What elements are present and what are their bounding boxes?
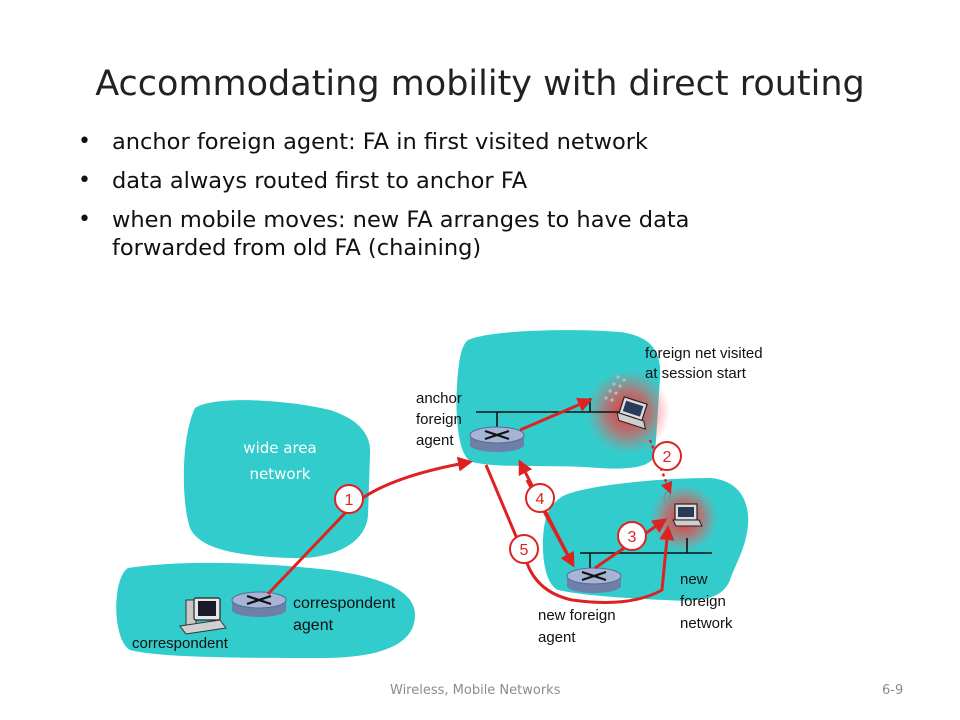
step-2-badge: 2 <box>652 441 682 471</box>
label-line: at session start <box>645 365 746 382</box>
bullet-item: anchor foreign agent: FA in first visite… <box>78 128 798 156</box>
new-lan-line <box>580 538 712 570</box>
footer-title: Wireless, Mobile Networks <box>390 683 561 698</box>
label-line: foreign <box>680 593 726 610</box>
label-line: network <box>680 615 733 632</box>
label-line: network <box>249 465 311 483</box>
wide-area-network-cloud <box>183 400 371 559</box>
arrow-anchor-to-old-laptop <box>519 397 593 432</box>
correspondent-label: correspondent <box>132 635 228 652</box>
bullet-item: when mobile moves: new FA arranges to ha… <box>78 206 798 262</box>
svg-text:4: 4 <box>536 491 545 508</box>
foreign-net-label: foreign net visited at session start <box>645 344 763 384</box>
correspondent-agent-router <box>231 591 287 617</box>
label-line: new foreign <box>538 607 616 624</box>
wide-area-network-label: wide area network <box>220 435 340 487</box>
correspondent-computer-icon <box>179 597 227 635</box>
step-4-badge: 4 <box>525 483 555 513</box>
anchor-foreign-agent-label: anchor foreign agent <box>416 388 462 451</box>
bullet-item: data always routed first to anchor FA <box>78 167 798 195</box>
arrow-step-5 <box>484 464 675 604</box>
svg-text:3: 3 <box>628 529 637 546</box>
step-1-badge: 1 <box>334 484 364 514</box>
label-line: correspondent <box>293 595 396 612</box>
new-foreign-agent-label: new foreign agent <box>538 605 616 649</box>
slide-number: 6-9 <box>882 683 904 698</box>
new-foreign-network-label: new foreign network <box>680 569 733 635</box>
svg-text:5: 5 <box>520 542 529 559</box>
label-line: anchor <box>416 390 462 407</box>
label-line: foreign <box>416 411 462 428</box>
new-mobile-laptop-icon <box>672 503 703 527</box>
correspondent-agent-label: correspondent agent <box>293 593 395 637</box>
label-line: wide area <box>243 439 317 457</box>
svg-text:1: 1 <box>345 492 354 509</box>
step-3-badge: 3 <box>617 521 647 551</box>
anchor-foreign-agent-router <box>469 426 525 452</box>
step-5-badge: 5 <box>509 534 539 564</box>
bullet-list: anchor foreign agent: FA in first visite… <box>78 128 798 273</box>
label-line: new <box>680 571 708 588</box>
old-mobile-laptop-icon <box>616 396 648 430</box>
label-line: agent <box>416 432 454 449</box>
label-line: foreign net visited <box>645 345 763 362</box>
new-foreign-agent-router <box>566 567 622 593</box>
svg-text:2: 2 <box>663 449 672 466</box>
label-line: agent <box>293 617 334 634</box>
label-line: agent <box>538 629 576 646</box>
old-laptop-signal-icon <box>604 375 626 402</box>
slide-title: Accommodating mobility with direct routi… <box>95 64 865 104</box>
